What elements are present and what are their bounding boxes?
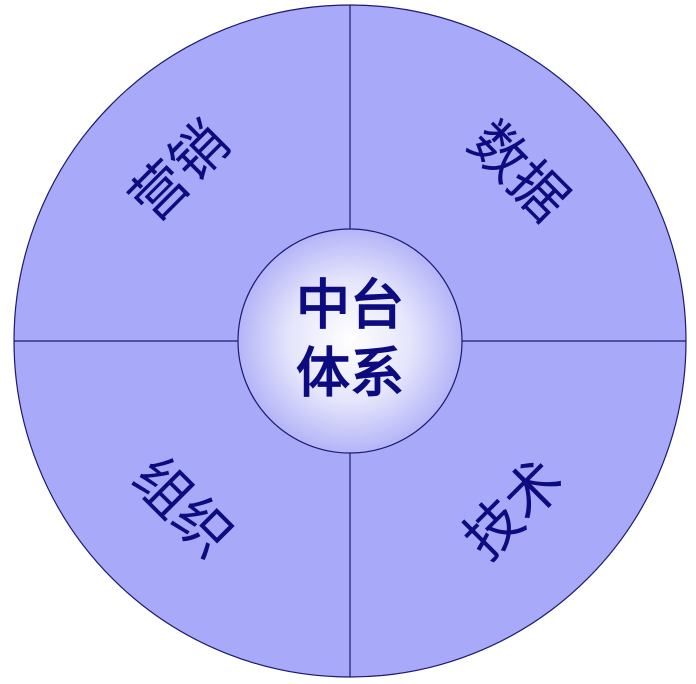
- center-title-line2: 体系: [296, 342, 404, 405]
- center-circle: [237, 228, 463, 454]
- center-title-line1: 中台: [296, 274, 404, 337]
